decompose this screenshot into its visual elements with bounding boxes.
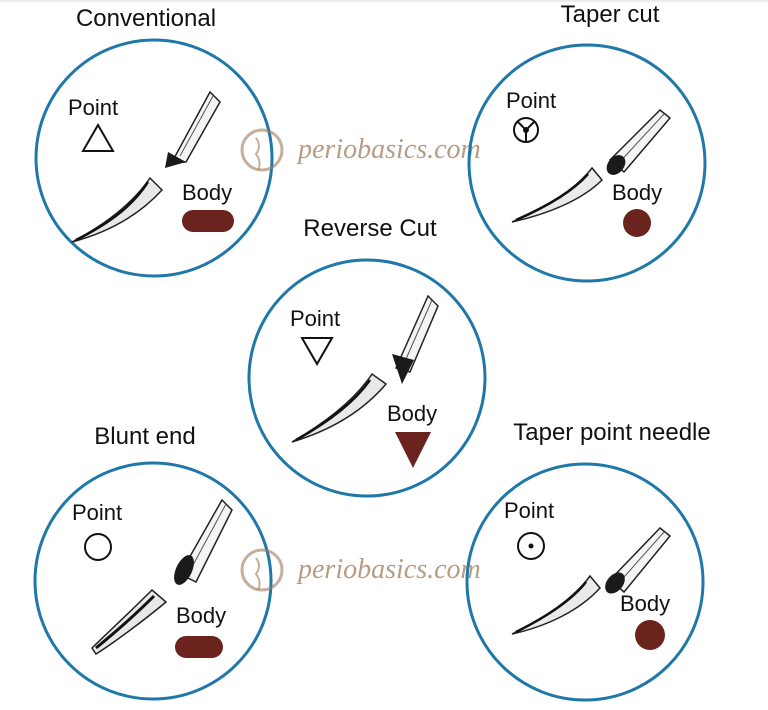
panel-circle [247,258,487,498]
watermark-text: periobasics.com [296,134,481,165]
body-label: Body [620,591,670,616]
panel-title: Conventional [76,5,216,32]
point-label: Point [72,500,122,525]
panel-reverse-cut: Reverse Cut Point Body [247,215,487,498]
needle-tip-icon [511,166,604,223]
panel-conventional: Conventional Point Body periobasics.com [34,5,481,278]
watermark-logo-icon [240,128,284,172]
needle-shank-icon [606,108,672,175]
flat-oval-body-shape [182,210,234,232]
triangle-down-body-shape [395,432,431,468]
needle-tip-icon [511,574,601,635]
needle-shank-icon [392,294,439,384]
round-body-shape [623,209,651,237]
body-label: Body [612,180,662,205]
triangle-up-icon [81,122,115,152]
panel-title: Reverse Cut [303,215,437,242]
watermark-logo-icon [240,548,284,592]
triangle-down-icon [300,337,334,367]
dot-circle-icon [517,532,545,560]
needle-shank-icon [174,498,233,585]
panel-taper-point-needle: Taper point needle Point Body [465,419,711,702]
panel-blunt-end: Blunt end Point Body periobasics.com [33,423,481,701]
watermark-text: periobasics.com [296,554,481,585]
panel-circle [465,462,705,702]
flat-oval-body-shape [175,636,223,658]
circle-point-icon [84,533,112,561]
panel-circle [33,461,273,701]
panel-title: Taper point needle [513,419,710,446]
point-label: Point [504,498,554,523]
needle-tip-icon [91,588,168,656]
trefoil-circle-icon [513,117,539,143]
panel-circle [467,43,707,283]
body-label: Body [176,603,226,628]
point-label: Point [290,306,340,331]
panel-title: Taper cut [561,1,660,28]
needle-tip-icon [291,372,388,443]
round-body-shape [635,620,665,650]
point-label: Point [68,95,118,120]
body-label: Body [182,180,232,205]
needle-shank-icon [605,526,672,594]
needle-shank-icon [165,90,221,168]
body-label: Body [387,401,437,426]
panel-circle [34,38,274,278]
needle-tip-icon [71,176,164,243]
panel-title: Blunt end [94,423,195,450]
panel-taper-cut: Taper cut Point Body [467,1,707,283]
point-label: Point [506,88,556,113]
